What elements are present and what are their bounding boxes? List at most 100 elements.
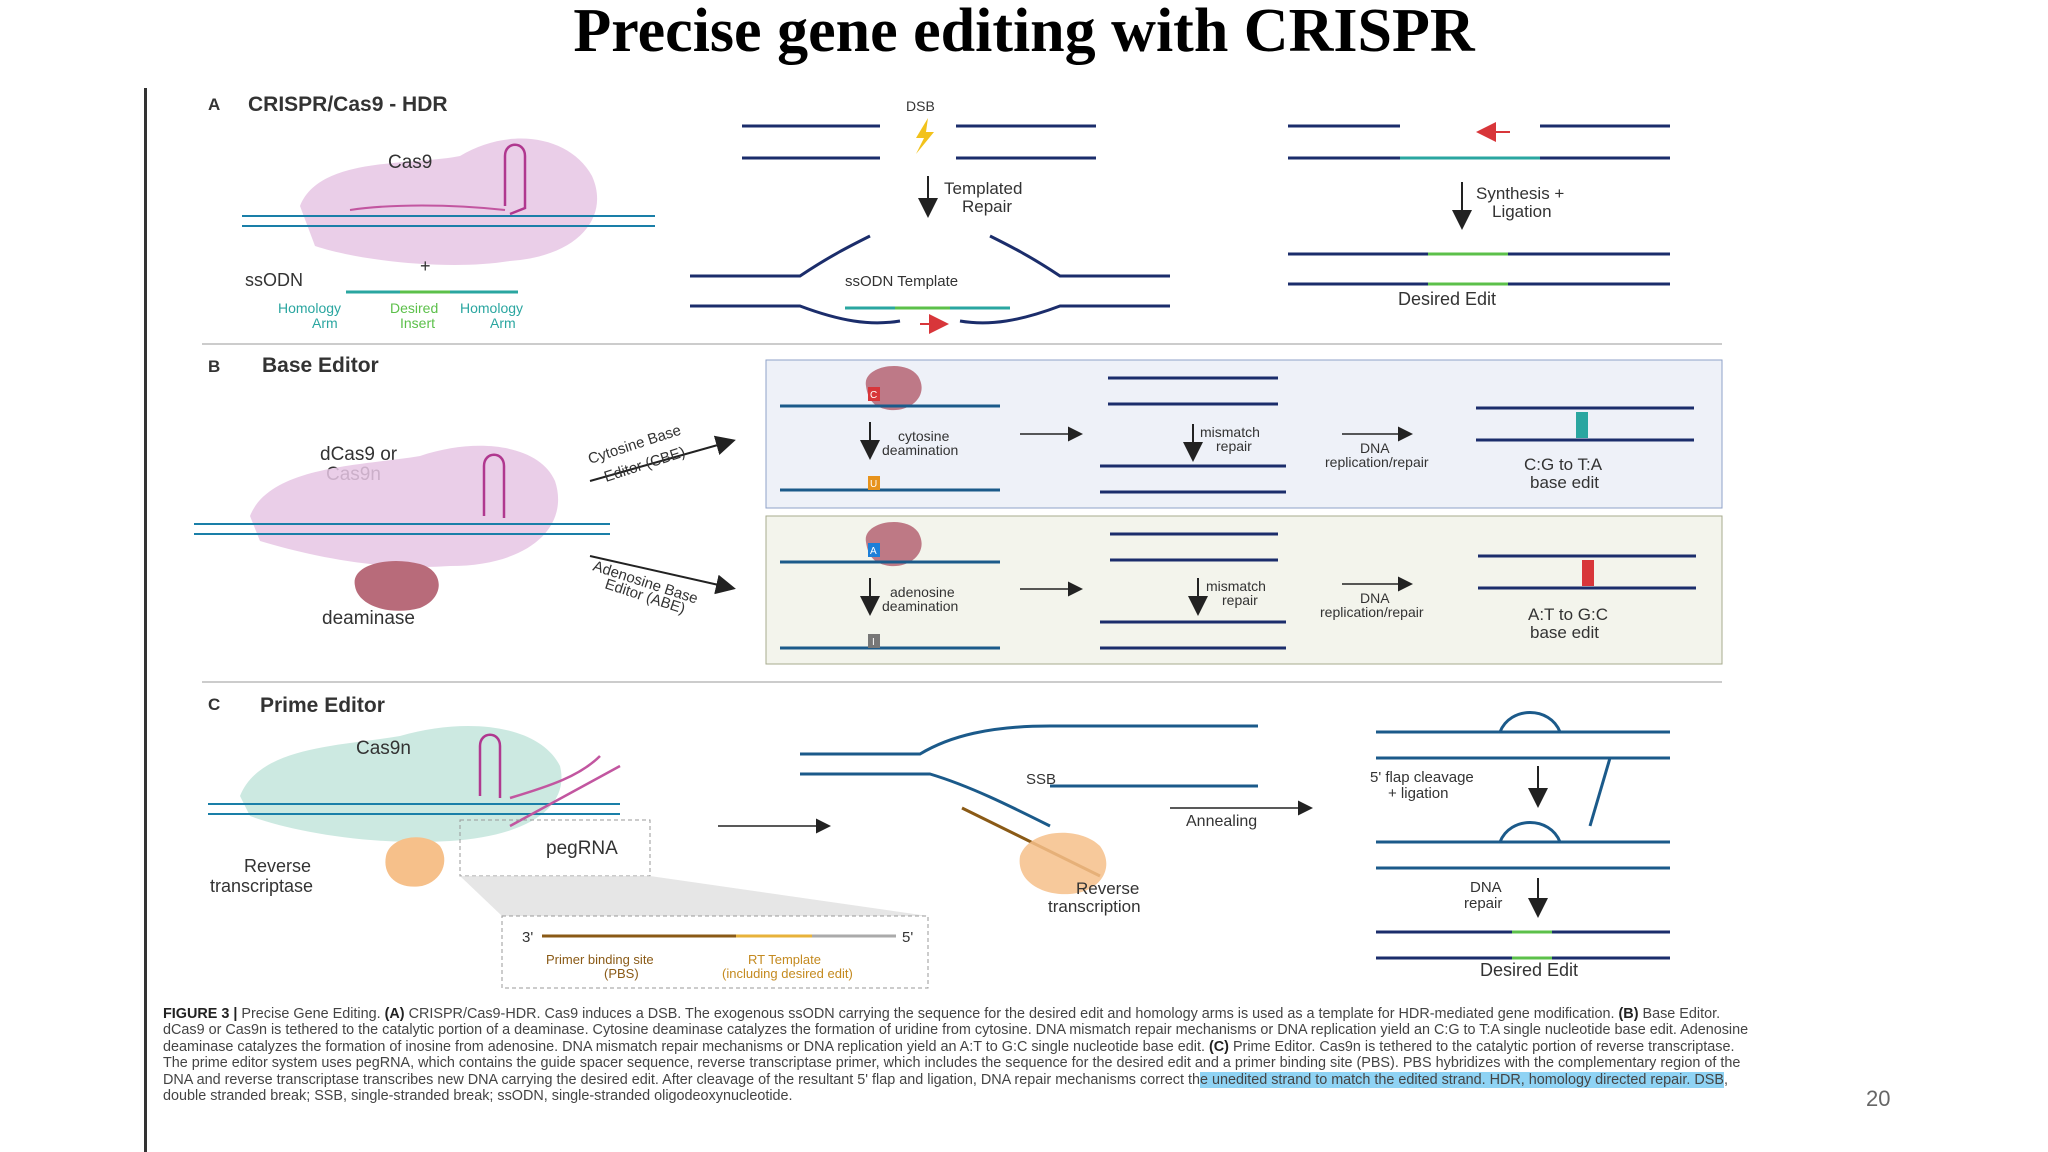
cbe-base-u — [868, 476, 880, 490]
dsb-label: DSB — [906, 98, 935, 114]
flap-dna — [1376, 711, 1670, 827]
abe-mismatch-label-b: repair — [1222, 592, 1258, 608]
caption-b: (B) — [1618, 1006, 1639, 1022]
abe-pathway-box — [765, 515, 1723, 665]
panel-a: A CRISPR/Cas9 - HDR Cas9 ssODN + Homolog… — [208, 93, 1670, 334]
rt-label: Reverse — [244, 856, 311, 876]
deaminase-blob — [354, 560, 439, 611]
deaminase-label: deaminase — [322, 608, 415, 629]
revtx-label-b: transcription — [1048, 897, 1141, 916]
synthesis-label-b: Ligation — [1492, 202, 1552, 221]
panel-b-title: Base Editor — [262, 354, 379, 377]
left-border-rule — [144, 88, 147, 1152]
caption-a: (A) — [384, 1006, 405, 1022]
flap-cleavage-label: 5' flap cleavage — [1370, 769, 1474, 786]
dcas9-label: dCas9 or — [320, 444, 398, 465]
homology-arm-left: Homology — [278, 300, 341, 316]
abe-base-i — [868, 634, 880, 648]
abe-arrow — [589, 555, 736, 595]
desired-edit-dna-a — [1288, 252, 1670, 286]
dna-helix-a — [242, 215, 655, 227]
plus-sign: + — [420, 256, 431, 276]
desired-insert-label-b: Insert — [400, 315, 435, 331]
abe-edited-dna — [1478, 554, 1696, 590]
panel-b-letter: B — [208, 357, 220, 376]
homology-arm-right-b: Arm — [490, 315, 516, 331]
guide-rna-strand — [349, 204, 506, 211]
pbs-label-b: (PBS) — [604, 966, 639, 981]
caption-text-3: Base Editor. dCas9 or Cas9n is tethered … — [163, 1006, 1749, 1055]
cbe-mismatch-label: mismatch — [1200, 424, 1260, 440]
pbs-5prime: 5' — [902, 929, 913, 946]
homology-arm-left-b: Arm — [312, 315, 338, 331]
pegrna-label: pegRNA — [546, 838, 618, 859]
abe-result-label: A:T to G:C — [1528, 605, 1608, 624]
caption-text-4: Prime Editor. Cas9n is tethered to the c… — [163, 1038, 1741, 1088]
cbe-mismatch-label-b: repair — [1216, 438, 1252, 454]
dna-repair-label: DNA — [1470, 879, 1502, 896]
templated-repair-label: Templated — [944, 179, 1022, 198]
caption-c: (C) — [1208, 1038, 1229, 1055]
resected-dna-right — [959, 234, 1170, 325]
dna-repair-label-b: repair — [1464, 895, 1502, 912]
rt-blob — [385, 837, 445, 887]
abe-base-i-label: I — [872, 637, 875, 648]
abe-mismatch-dna — [1110, 532, 1278, 562]
rt-blob-2 — [1019, 832, 1107, 895]
abe-edit-bases — [1582, 560, 1594, 586]
pbs-label: Primer binding site — [546, 952, 654, 967]
panel-c-title: Prime Editor — [260, 694, 385, 717]
cbe-repaired-dna — [1100, 464, 1286, 494]
cbe-edit-bases — [1576, 412, 1588, 438]
ligated-dna — [1376, 821, 1670, 870]
cbe-pathway-box — [765, 359, 1723, 509]
zoom-funnel — [460, 876, 928, 916]
cbe-result-label: C:G to T:A — [1524, 455, 1603, 474]
dsb-dna-right — [956, 124, 1096, 160]
desired-edit-dna-c — [1376, 930, 1670, 960]
cbe-arrow — [589, 435, 736, 482]
cbe-deamination-label: cytosine — [898, 428, 950, 444]
flap-cleavage-label-b: + ligation — [1388, 785, 1448, 802]
pegrna-zoom-box — [459, 819, 651, 877]
abe-deamination-label: adenosine — [890, 584, 955, 600]
pbs-detail-box — [501, 915, 929, 989]
caption-text-2: CRISPR/Cas9-HDR. Cas9 induces a DSB. The… — [404, 1006, 1619, 1022]
abe-repaired-dna — [1100, 620, 1286, 650]
abe-base-a-label: A — [870, 546, 877, 557]
ssodn-label: ssODN — [245, 270, 303, 290]
annealing-label: Annealing — [1186, 813, 1257, 830]
rtt-label: RT Template — [748, 952, 821, 967]
cbe-result-label-b: base edit — [1530, 473, 1599, 492]
revtx-label: Reverse — [1076, 879, 1139, 898]
dna-helix-b — [194, 523, 610, 535]
abe-mismatch-label: mismatch — [1206, 578, 1266, 594]
cas9n-label: Cas9n — [356, 738, 411, 759]
caption-text-5: , double stranded break; SSB, single-str… — [163, 1071, 1728, 1105]
cbe-base-u-label: U — [870, 479, 877, 490]
desired-edit-label-a: Desired Edit — [1398, 289, 1496, 309]
panel-a-title: CRISPR/Cas9 - HDR — [248, 93, 448, 116]
rtt-label-b: (including desired edit) — [722, 966, 853, 981]
panel-a-letter: A — [208, 95, 220, 114]
panel-c-letter: C — [208, 695, 220, 714]
dsb-dna-left — [742, 124, 880, 160]
cbe-replication-label: DNA — [1360, 440, 1390, 456]
cbe-mismatch-dna — [1108, 376, 1278, 406]
dcas9-blob — [250, 445, 559, 567]
pbs-3prime: 3' — [522, 929, 533, 946]
caption-figure-label: FIGURE 3 | — [163, 1006, 238, 1022]
panel-b: B Base Editor dCas9 or Cas9n deaminase C… — [194, 354, 1723, 665]
synthesis-dna-top — [1288, 124, 1670, 160]
synthesis-label: Synthesis + — [1476, 184, 1564, 203]
desired-edit-label-c: Desired Edit — [1480, 960, 1578, 980]
guide-rna-hairpin — [503, 143, 527, 216]
cbe-replication-label-b: replication/repair — [1325, 454, 1429, 470]
figure-caption: FIGURE 3 | Precise Gene Editing. (A) CRI… — [163, 1006, 1753, 1104]
pegrna-hairpin — [478, 733, 502, 798]
desired-insert-label: Desired — [390, 300, 438, 316]
lightning-icon — [916, 118, 934, 154]
cas9-blob — [300, 138, 598, 266]
guide-rna-hairpin-b — [482, 453, 506, 518]
nicked-dna — [800, 724, 1258, 828]
